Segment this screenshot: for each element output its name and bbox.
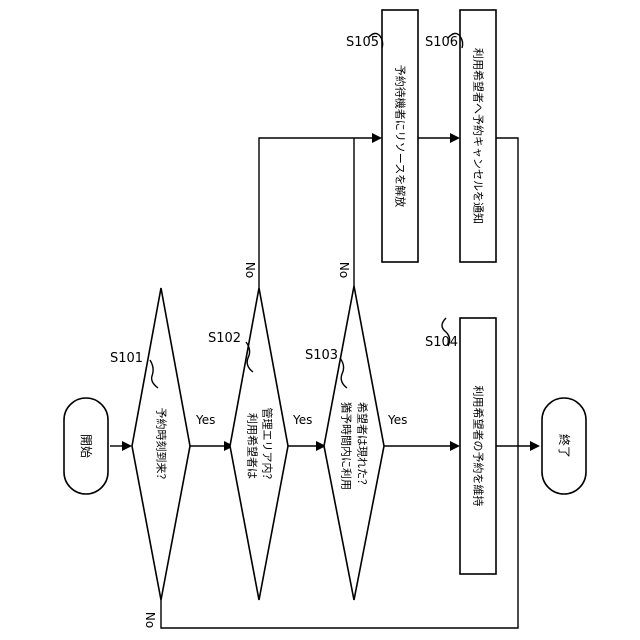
process-s105: 予約待機者にリソースを解放 bbox=[382, 10, 418, 262]
process-s104-text: 利用希望者の予約を維持 bbox=[472, 386, 486, 507]
step-label-s106: S106 bbox=[425, 35, 458, 50]
step-label-s104: S104 bbox=[425, 335, 458, 350]
decision-s101: 予約時刻到来？ bbox=[132, 288, 190, 600]
step-label-s102: S102 bbox=[208, 331, 241, 346]
decision-s103: 猶予時間内に利用 希望者は現れた？ bbox=[324, 286, 384, 600]
process-s105-text: 予約待機者にリソースを解放 bbox=[394, 65, 408, 207]
decision-s101-text: 予約時刻到来？ bbox=[155, 408, 169, 485]
end-terminal: 終了 bbox=[542, 398, 586, 494]
step-label-s105: S105 bbox=[346, 35, 379, 50]
branch-label-yes-s102: Yes bbox=[292, 413, 312, 427]
decision-s103-line1: 猶予時間内に利用 bbox=[340, 402, 354, 490]
start-terminal: 開始 bbox=[64, 398, 108, 494]
branch-label-no-s101: No bbox=[143, 612, 157, 628]
arrowhead-s105 bbox=[372, 133, 382, 143]
decision-s102-line2: 管理エリア内？ bbox=[261, 408, 275, 485]
branch-label-yes-s101: Yes bbox=[195, 413, 215, 427]
branch-label-no-s103: No bbox=[337, 262, 351, 278]
decision-s103-shape bbox=[324, 286, 384, 600]
step-label-s101: S101 bbox=[110, 351, 143, 366]
step-label-s103: S103 bbox=[305, 348, 338, 363]
start-label: 開始 bbox=[79, 434, 93, 458]
connector-s106-end bbox=[496, 138, 518, 446]
arrowhead-s101 bbox=[122, 441, 132, 451]
decision-s103-line2: 希望者は現れた？ bbox=[356, 402, 370, 490]
process-s106-text: 利用希望者へ予約キャンセルを通知 bbox=[472, 48, 486, 224]
end-label: 終了 bbox=[557, 434, 572, 458]
process-s104: 利用希望者の予約を維持 bbox=[460, 318, 496, 574]
connector-s102-no bbox=[259, 138, 374, 288]
decision-s102-line1: 利用希望者は bbox=[246, 413, 260, 479]
arrowhead-s104 bbox=[450, 441, 460, 451]
process-s106: 利用希望者へ予約キャンセルを通知 bbox=[460, 10, 496, 262]
branch-label-no-s102: No bbox=[243, 262, 257, 278]
arrowhead-s106 bbox=[450, 133, 460, 143]
arrowhead-end bbox=[530, 441, 540, 451]
branch-label-yes-s103: Yes bbox=[387, 413, 407, 427]
